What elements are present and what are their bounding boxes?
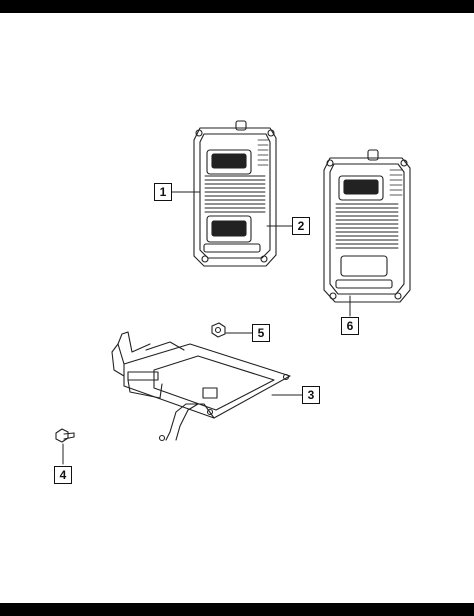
callout-4-label: 4 — [59, 468, 67, 482]
callout-1[interactable]: 1 — [154, 183, 172, 201]
callout-2-label: 2 — [297, 219, 305, 233]
callout-6-label: 6 — [346, 319, 354, 333]
callout-5-label: 5 — [257, 326, 265, 340]
nut-part — [211, 322, 226, 338]
top-frame-bar — [0, 0, 474, 13]
callout-2[interactable]: 2 — [292, 217, 310, 235]
exploded-parts-diagram — [55, 120, 411, 465]
bottom-frame-bar — [0, 603, 474, 616]
control-module-rear — [323, 149, 411, 303]
callout-6[interactable]: 6 — [341, 317, 359, 335]
callout-3[interactable]: 3 — [302, 386, 320, 404]
callout-4[interactable]: 4 — [54, 466, 72, 484]
callout-3-label: 3 — [307, 388, 315, 402]
callout-1-label: 1 — [159, 185, 167, 199]
callout-5[interactable]: 5 — [252, 324, 270, 342]
control-module-front — [193, 120, 277, 267]
mounting-bracket — [111, 331, 291, 442]
bolt-part — [55, 428, 75, 443]
